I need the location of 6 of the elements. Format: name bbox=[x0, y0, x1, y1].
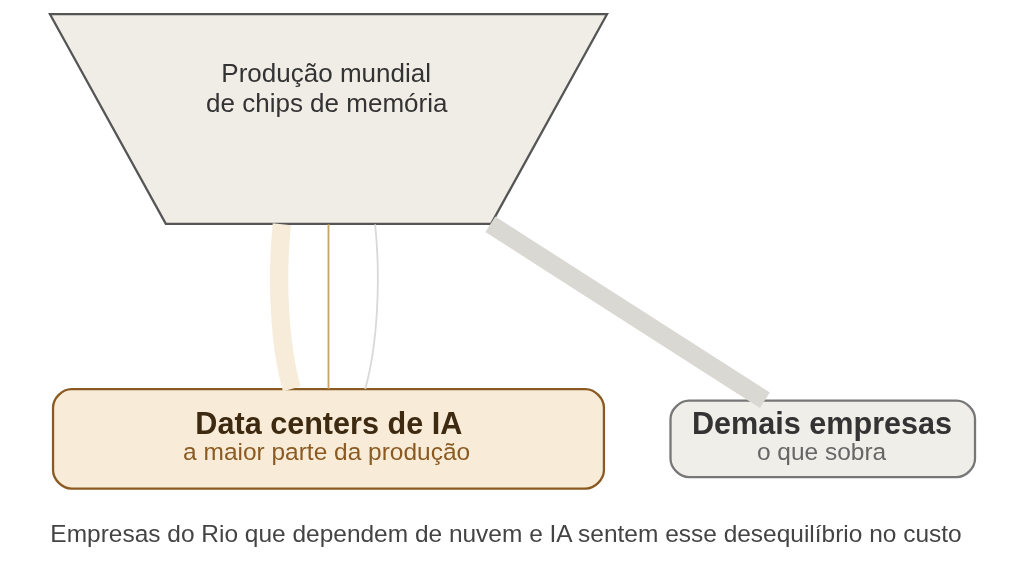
node-box: Demais empresas o que sobra bbox=[668, 399, 976, 479]
connector bbox=[484, 216, 770, 408]
connector bbox=[327, 223, 329, 390]
caption: Empresas do Rio que dependem de nuvem e IA sentem esse desequilíbrio no custo bbox=[49, 519, 962, 547]
connector bbox=[363, 223, 379, 390]
node-box: Data centers de IA a maior parte da produção bbox=[51, 388, 605, 490]
